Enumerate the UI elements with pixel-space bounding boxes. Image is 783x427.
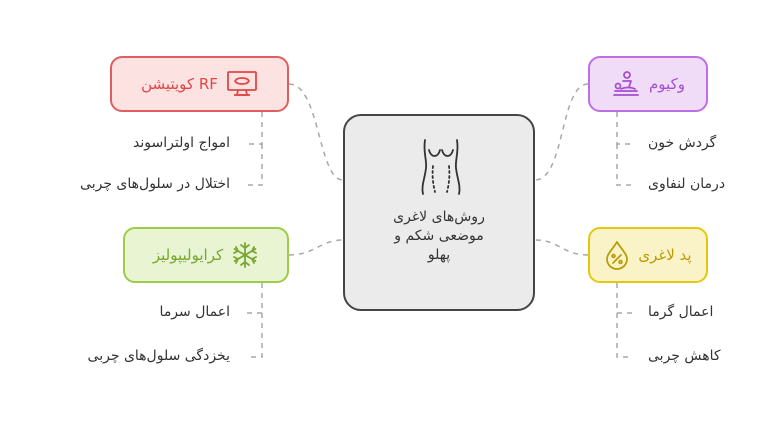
category-cryo-label: کرایولیپولیز — [152, 246, 224, 264]
cryo-item-2: یخزدگی سلول‌های چربی — [87, 348, 230, 364]
percent-drop-icon — [606, 241, 629, 270]
center-node: روش‌های لاغری موضعی شکم و پهلو — [343, 114, 535, 311]
category-rf-label: RF کویتیشن — [141, 75, 218, 93]
cryo-item-1: اعمال سرما — [159, 304, 230, 320]
pad-item-2: کاهش چربی — [648, 348, 721, 364]
category-slimming-pad: پد لاغری — [588, 227, 708, 283]
massage-icon — [613, 71, 639, 96]
category-rf-cavitation: RF کویتیشن — [110, 56, 289, 112]
rf-item-2: اختلال در سلول‌های چربی — [80, 176, 230, 192]
center-line-1: روش‌های لاغری — [393, 209, 485, 225]
category-cryolipolysis: کرایولیپولیز — [123, 227, 289, 283]
torso-icon — [421, 139, 461, 195]
pad-item-1: اعمال گرما — [648, 304, 714, 320]
center-title: روش‌های لاغری موضعی شکم و پهلو — [355, 208, 523, 265]
monitor-device-icon — [226, 71, 257, 96]
category-vacuum-label: وکیوم — [649, 75, 685, 93]
vacuum-item-2: درمان لنفاوی — [648, 176, 726, 192]
rf-item-1: امواج اولتراسوند — [133, 135, 230, 151]
center-line-3: پهلو — [427, 247, 451, 263]
snowflake-icon — [233, 242, 258, 268]
category-pad-label: پد لاغری — [638, 246, 692, 264]
center-line-2: موضعی شکم و — [394, 228, 484, 244]
vacuum-item-1: گردش خون — [648, 135, 717, 151]
category-vacuum: وکیوم — [588, 56, 708, 112]
